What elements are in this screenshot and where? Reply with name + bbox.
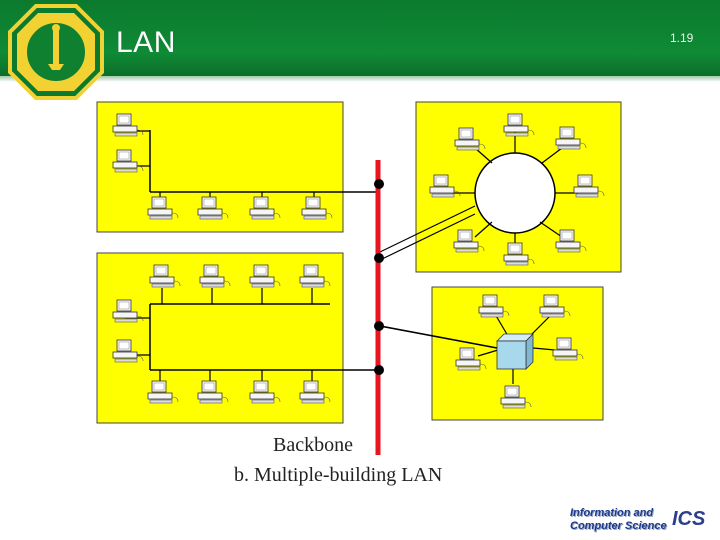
backbone-connector [374,253,384,263]
header-shadow [0,76,720,82]
footer-logo-line1: Information and [570,507,654,519]
slide-number: 1.19 [670,31,694,45]
building-4-link [379,325,498,349]
backbone-label: Backbone [273,434,353,456]
ics-logo-icon: ICS [672,508,706,530]
university-seal-icon [8,4,104,100]
figure-caption: b. Multiple-building LAN [234,464,443,486]
footer-logo-line2: Computer Science [570,520,667,532]
page-title: LAN [116,26,176,59]
backbone-connector [374,365,384,375]
hub-icon [496,333,534,370]
backbone-connector [374,179,384,189]
ring-network [474,152,556,234]
backbone-connector [374,321,384,331]
slide-header [0,0,720,76]
building-3-link [379,205,476,261]
